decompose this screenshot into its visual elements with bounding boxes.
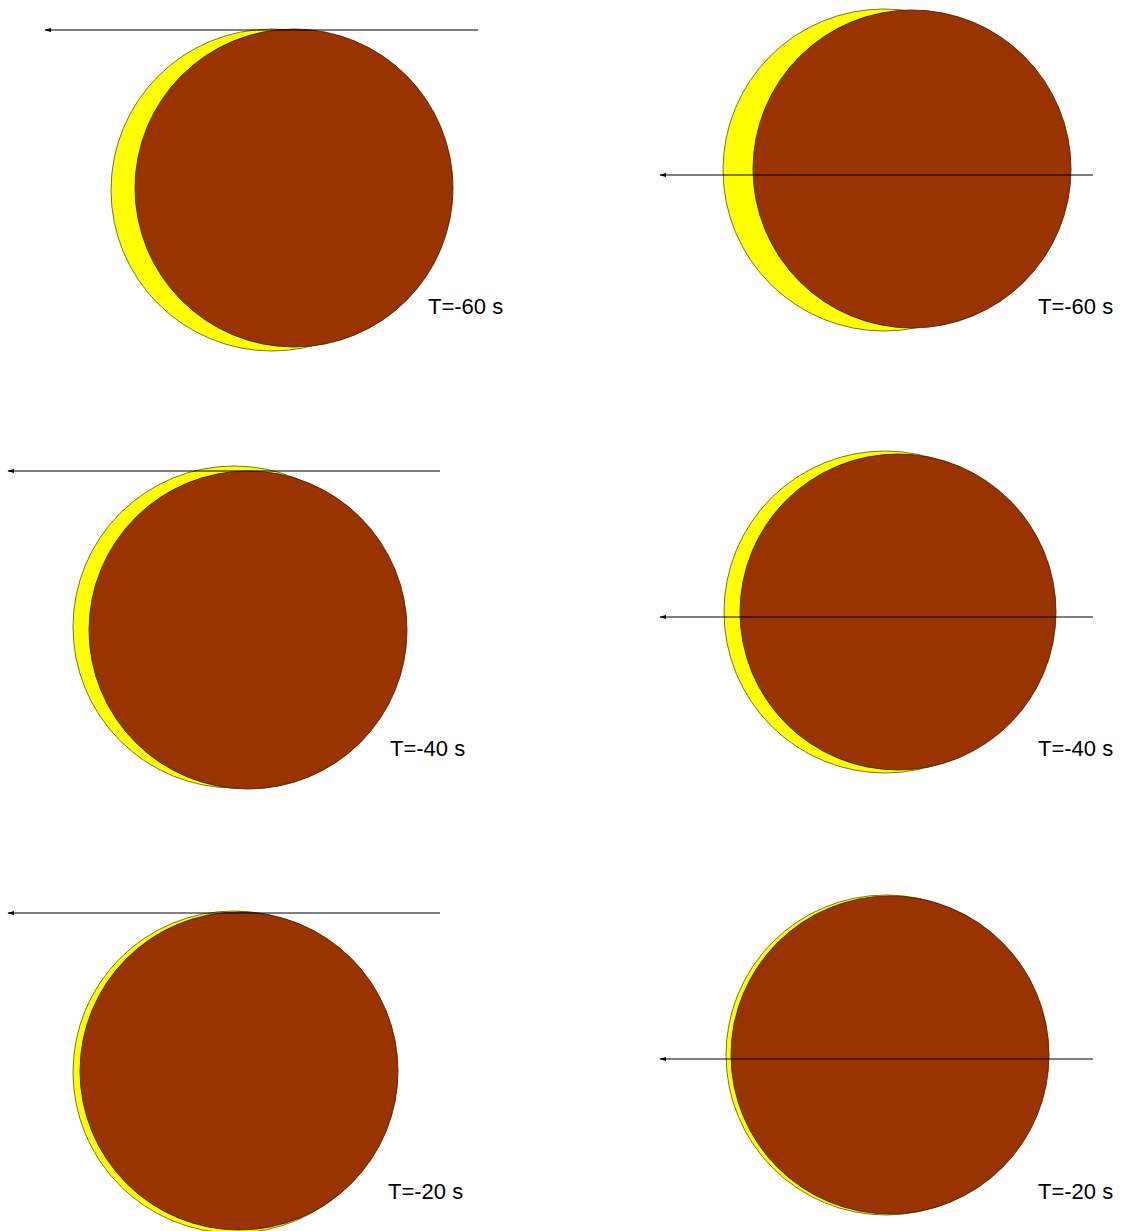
time-label: T=-20 s — [386, 1180, 465, 1204]
eclipse-panel — [45, 29, 478, 351]
eclipse-panel — [660, 451, 1093, 773]
time-label: T=-60 s — [1036, 295, 1115, 319]
eclipse-panel — [8, 466, 440, 789]
eclipse-panel — [660, 9, 1093, 331]
time-label: T=-20 s — [1036, 1180, 1115, 1204]
eclipse-panel — [8, 911, 440, 1231]
time-label: T=-40 s — [1036, 737, 1115, 761]
time-label: T=-40 s — [388, 737, 467, 761]
time-label: T=-60 s — [426, 295, 505, 319]
eclipse-panel — [660, 895, 1093, 1215]
